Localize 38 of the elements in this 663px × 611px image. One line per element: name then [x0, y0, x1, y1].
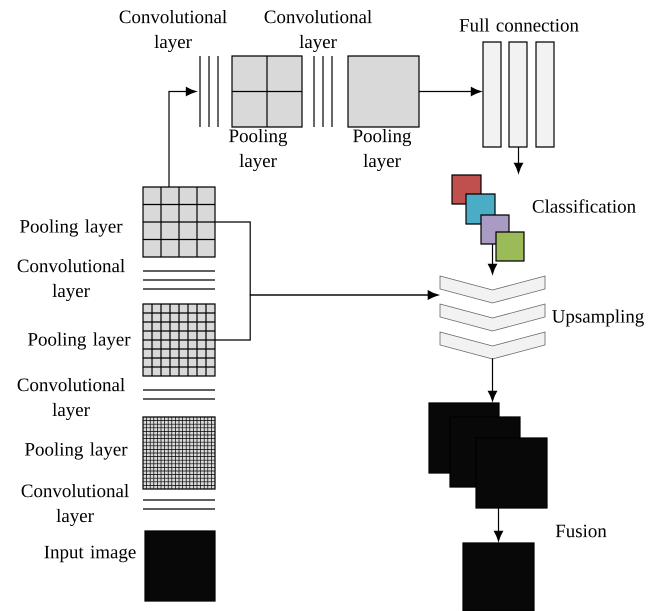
layer-label: Upsampling — [552, 309, 644, 327]
input-image — [144, 530, 216, 602]
layer-label: Classification — [532, 199, 636, 213]
line-stack — [143, 389, 215, 400]
edge-label: Fusion — [554, 524, 608, 538]
feature-map-stack — [428, 402, 548, 509]
layer-label: Pooling layer — [25, 442, 128, 460]
arrow — [488, 358, 497, 402]
line-stack — [313, 56, 333, 127]
layer-label: Convolutional layer — [18, 258, 125, 302]
arrow — [494, 508, 503, 542]
layer-label: Convolutional layer — [120, 10, 227, 52]
chevron-stack — [440, 275, 546, 360]
arrow — [215, 290, 438, 341]
layer-label: Convolutional layer — [22, 484, 129, 526]
line-stack — [199, 56, 219, 127]
layer-label: Pooling layer — [28, 332, 130, 350]
arrow — [419, 87, 482, 96]
pooling-grid — [142, 416, 216, 490]
layer-label: Pooling layer — [353, 128, 412, 172]
square-stack — [451, 174, 525, 262]
arrow — [488, 244, 497, 274]
layer-label: Full connection — [460, 18, 579, 32]
output-image — [462, 542, 535, 611]
pooling-box — [347, 55, 420, 128]
arrow — [168, 87, 196, 187]
line-stack — [143, 270, 215, 290]
pooling-grid — [142, 186, 216, 258]
pooling-grid — [231, 55, 303, 128]
arrow — [514, 147, 523, 174]
layer-label: Pooling layer — [20, 219, 122, 237]
layer-label: Convolutional layer — [264, 10, 372, 52]
line-stack — [143, 499, 215, 510]
layer-label: Pooling layer — [229, 128, 288, 172]
layer-label: Input image — [44, 546, 136, 562]
bar-stack — [482, 41, 555, 148]
layer-label: Convolutional layer — [18, 378, 125, 420]
pooling-grid — [142, 303, 216, 377]
